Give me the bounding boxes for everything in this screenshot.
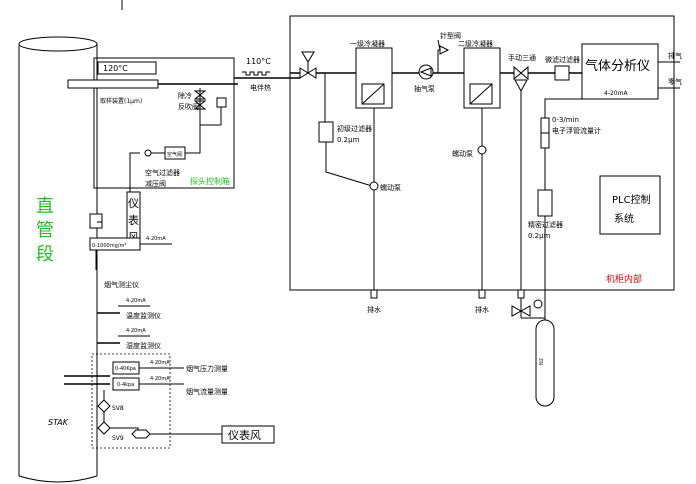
drain-1-icon: [370, 289, 378, 299]
sv8-valve-icon[interactable]: [97, 399, 111, 413]
flow-label: 烟气流量测量: [186, 387, 228, 396]
air-filter-label-1: 空气过滤器: [145, 168, 180, 177]
drain-1-label: 排水: [367, 305, 381, 314]
temp-monitor-signal: 4-20mA: [126, 298, 146, 304]
gas-cylinder-icon: [535, 319, 555, 407]
cabinet-label: 机柜内部: [606, 273, 642, 285]
analyzer-label: 气体分析仪: [585, 58, 650, 74]
heat-line-temp: 110°C: [246, 57, 271, 66]
precision-filter-icon: [537, 189, 553, 217]
three-way-outlet-icon: [517, 289, 525, 299]
gauge-icon: [144, 149, 152, 157]
peristaltic-pump-1-icon[interactable]: [369, 181, 379, 191]
stack-pipe: [18, 36, 98, 483]
flowmeter-label-1: 0-3/min: [552, 116, 579, 124]
air-filter-label-2: 减压阀: [145, 179, 166, 188]
fine-filter-icon: [554, 65, 570, 81]
peristaltic-pump-2-label: 蠕动泵: [452, 149, 473, 158]
plc-control-box: [599, 175, 661, 235]
dust-meter-head: [89, 213, 103, 229]
sv9-valve-icon[interactable]: [97, 421, 111, 435]
probe-tube: [67, 79, 159, 89]
three-way-label: 手动三通: [508, 53, 536, 62]
dust-meter-range: 0-1000mg/m³: [92, 243, 126, 249]
drain-2-label: 排水: [475, 305, 489, 314]
air-filter-icon: [131, 429, 151, 439]
instrument-air-bottom-label: 仪表风: [228, 428, 261, 442]
initial-filter-label-2: 0.2μm: [337, 136, 360, 144]
cylinder-gauge-icon: [533, 299, 543, 309]
needle-valve-icon[interactable]: [439, 45, 450, 55]
humidity-monitor-label: 湿度监测仪: [126, 341, 161, 350]
solenoid-icon: [216, 97, 227, 108]
peristaltic-pump-2-icon[interactable]: [477, 145, 487, 155]
stack-label-1: 直: [36, 196, 54, 217]
flow-pressure-enclosure: [91, 353, 171, 449]
initial-filter-label-1: 初级过滤器: [337, 124, 372, 133]
gas-cylinder-label: N2: [539, 358, 545, 365]
precision-filter-label-2: 0.2μm: [528, 232, 551, 240]
probe-temp: 120°C: [103, 64, 128, 73]
probe-heater-box: [97, 61, 157, 75]
sv9-label: SV9: [112, 435, 124, 442]
initial-filter-icon: [318, 121, 334, 143]
probe-box-label: 探头控制箱: [190, 176, 230, 186]
air-valve-label: 空气阀: [167, 151, 182, 158]
instrument-air-v1: 仪: [128, 197, 139, 210]
humidity-monitor-signal: 4-20mA: [126, 328, 146, 334]
pressure-label: 烟气压力测量: [186, 364, 228, 373]
first-cooler-label: 一级冷凝器: [350, 39, 385, 48]
instrument-air-v2: 表: [128, 213, 139, 227]
pressure-unit: 0-40Kpa: [115, 366, 136, 372]
dust-meter-label: 烟气测尘仪: [104, 280, 139, 289]
three-way-valve-down-icon: [514, 79, 528, 93]
stack-label-2: 管: [36, 220, 54, 241]
drain-2-icon: [478, 289, 486, 299]
heat-trace-symbol: [242, 71, 270, 76]
zero-gas-label: 零气: [668, 77, 682, 86]
cylinder-valve-icon[interactable]: [511, 305, 531, 317]
flow-signal: 4-20mA: [150, 376, 170, 382]
flowmeter-label-2: 电子浮管流量计: [552, 126, 601, 135]
needle-valve-label: 针型阀: [440, 31, 461, 40]
dust-meter-signal: 4-20mA: [146, 236, 166, 242]
gas-analyzer-box: [581, 43, 659, 100]
stack-label-3: 段: [36, 244, 54, 265]
pump-arrow-icon: [419, 67, 432, 77]
stack-bottom-label: STAK: [48, 418, 69, 427]
second-cooler-label: 二级冷凝器: [458, 39, 493, 48]
probe-control-box: [93, 57, 235, 189]
analyzer-signal: 4-20mA: [604, 90, 628, 97]
peristaltic-pump-1-label: 蠕动泵: [380, 183, 401, 192]
pressure-signal: 4-20mA: [150, 360, 170, 366]
pump-label: 抽气泵: [414, 84, 435, 93]
plc-label-2: 系统: [614, 212, 634, 225]
plc-label-1: PLC控制: [612, 193, 651, 206]
exhaust-label: 排气: [668, 51, 682, 60]
inlet-valve-actuator-icon: [301, 51, 315, 63]
fine-filter-label: 微滤过滤器: [545, 55, 580, 64]
backflush-label-1: 除冷: [178, 91, 192, 100]
flow-unit: 0-4kpa: [117, 382, 134, 388]
sv8-label: SV8: [112, 405, 124, 412]
backflush-label-2: 反吹阀: [178, 102, 199, 111]
three-way-valve-icon[interactable]: [513, 65, 529, 81]
sampling-device-label: 取样装置(1μm): [100, 97, 142, 105]
heat-line-label: 电伴热: [250, 83, 271, 92]
instrument-air-bottom-box: [221, 425, 275, 444]
temp-monitor-label: 温度监测仪: [126, 311, 161, 320]
